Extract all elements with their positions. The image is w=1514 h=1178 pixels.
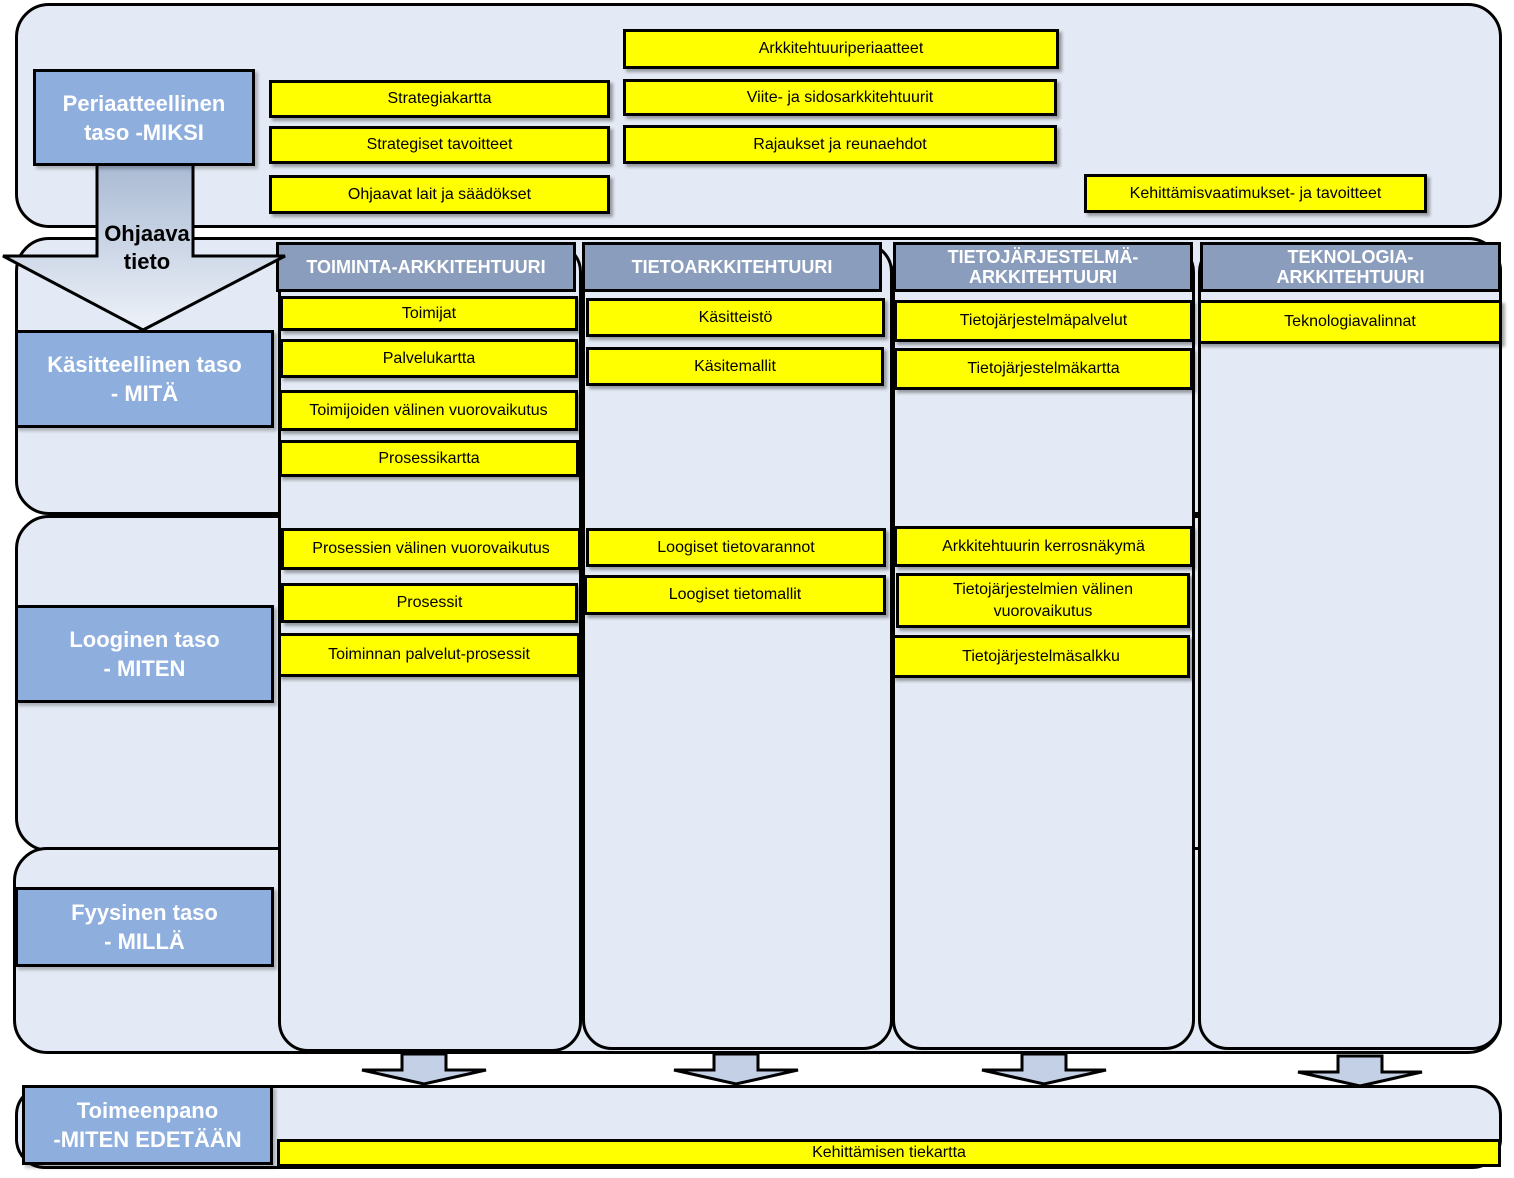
down-arrow-icon — [1297, 1054, 1423, 1088]
logical-item: Prosessien välinen vuorovaikutus — [281, 528, 581, 570]
level-principle: Periaatteellinen taso -MIKSI — [33, 69, 255, 166]
principle-item: Rajaukset ja reunaehdot — [623, 125, 1057, 164]
conceptual-item: Palvelukartta — [280, 339, 578, 378]
roadmap-bar: Kehittämisen tiekartta — [277, 1139, 1501, 1167]
down-arrow-icon — [673, 1052, 799, 1086]
logical-item: Tietojärjestelmäsalkku — [892, 635, 1190, 678]
column-header-business: TOIMINTA-ARKKITEHTUURI — [276, 242, 576, 292]
guiding-arrow-icon — [2, 161, 286, 332]
guiding-info-label: Ohjaava tieto — [104, 221, 190, 274]
conceptual-item: Tietojärjestelmäpalvelut — [894, 300, 1193, 342]
conceptual-item: Käsitemallit — [586, 347, 884, 386]
column-header-technology: TEKNOLOGIA- ARKKITEHTUURI — [1200, 242, 1501, 292]
conceptual-item: Toimijat — [280, 296, 578, 331]
column-header-information: TIETOARKKITEHTUURI — [582, 242, 882, 292]
level-implementation: Toimeenpano -MITEN EDETÄÄN — [22, 1085, 273, 1165]
down-arrow-icon — [981, 1052, 1107, 1086]
level-physical: Fyysinen taso - MILLÄ — [15, 887, 274, 967]
column-header-systems: TIETOJÄRJESTELMÄ- ARKKITEHTUURI — [893, 242, 1193, 292]
column-technology — [1198, 242, 1502, 1050]
conceptual-item: Tietojärjestelmäkartta — [894, 348, 1193, 390]
principle-item: Strategiset tavoitteet — [269, 126, 610, 164]
conceptual-item: Prosessikartta — [279, 440, 579, 477]
principle-item: Ohjaavat lait ja säädökset — [269, 175, 610, 214]
logical-item: Tietojärjestelmien välinen vuorovaikutus — [896, 573, 1190, 628]
down-arrow-icon — [361, 1052, 487, 1086]
logical-item: Arkkitehtuurin kerrosnäkymä — [894, 526, 1193, 567]
conceptual-item: Toimijoiden välinen vuorovaikutus — [279, 390, 578, 431]
logical-item: Toiminnan palvelut-prosessit — [278, 633, 580, 677]
principle-item: Kehittämisvaatimukset- ja tavoitteet — [1084, 174, 1427, 213]
logical-item: Prosessit — [281, 583, 578, 623]
principle-item: Viite- ja sidosarkkitehtuurit — [623, 79, 1057, 116]
level-conceptual: Käsitteellinen taso - MITÄ — [15, 330, 274, 428]
logical-item: Loogiset tietovarannot — [586, 528, 886, 567]
principle-item: Arkkitehtuuriperiaatteet — [623, 29, 1059, 69]
conceptual-item: Teknologiavalinnat — [1198, 300, 1502, 344]
conceptual-item: Käsitteistö — [586, 298, 885, 337]
logical-item: Loogiset tietomallit — [584, 575, 886, 615]
principle-item: Strategiakartta — [269, 80, 610, 118]
level-logical: Looginen taso - MITEN — [15, 605, 274, 703]
